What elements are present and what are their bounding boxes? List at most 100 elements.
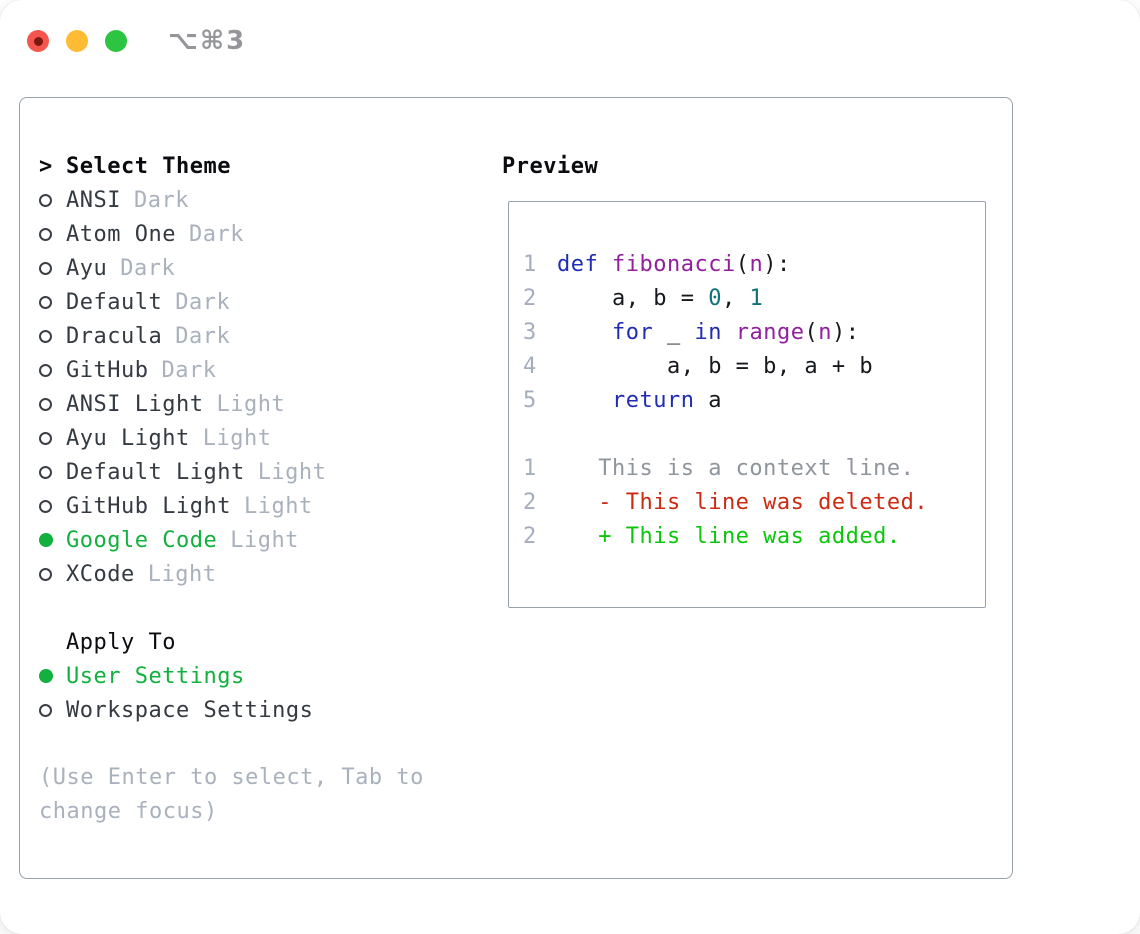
code-line: 2 + This line was added. <box>523 524 975 558</box>
radio-icon <box>39 431 52 445</box>
code-line: 1 This is a context line. <box>523 456 975 490</box>
theme-option-marker <box>39 261 66 275</box>
code-token: def <box>557 252 599 277</box>
theme-variant: Light <box>257 459 327 485</box>
selected-radio-icon <box>39 533 53 547</box>
theme-variant: Light <box>202 425 272 451</box>
radio-icon <box>39 227 52 241</box>
radio-icon <box>39 295 52 309</box>
code-token: ( <box>735 252 750 277</box>
theme-variant: Dark <box>133 187 189 213</box>
code-token: in <box>694 320 722 345</box>
code-token <box>722 320 736 345</box>
apply-to-header: Apply To <box>39 625 459 659</box>
theme-name: GitHub Light <box>66 493 231 519</box>
theme-option-marker <box>39 567 66 581</box>
apply-to-title: Apply To <box>66 629 176 655</box>
code-token: n <box>818 320 832 345</box>
code-token: - This line was deleted. <box>557 490 929 515</box>
code-token: a <box>694 388 722 413</box>
radio-icon <box>39 465 52 479</box>
theme-variant: Dark <box>188 221 244 247</box>
theme-option[interactable]: XCode Light <box>39 557 459 591</box>
theme-option-marker <box>39 295 66 309</box>
code-line: 3 for _ in range(n): <box>523 320 975 354</box>
theme-option[interactable]: Default Dark <box>39 285 459 319</box>
apply-option[interactable]: User Settings <box>39 659 459 693</box>
code-token: 0 <box>708 286 722 311</box>
code-line: 4 a, b = b, a + b <box>523 354 975 388</box>
theme-option[interactable]: Default Light Light <box>39 455 459 489</box>
code-token: ( <box>804 320 819 345</box>
code-token <box>557 388 612 413</box>
theme-name: Google Code <box>66 527 218 553</box>
code-token <box>557 320 612 345</box>
line-number: 4 <box>523 354 537 379</box>
line-number: 2 <box>523 286 537 311</box>
theme-name: Default <box>66 289 163 315</box>
code-token: return <box>611 388 695 413</box>
radio-icon <box>39 703 52 717</box>
theme-name: ANSI Light <box>66 391 204 417</box>
theme-name: XCode <box>66 561 135 587</box>
window-title: ⌥⌘3 <box>168 26 247 56</box>
theme-variant: Light <box>147 561 217 587</box>
close-button[interactable] <box>27 30 49 52</box>
radio-icon <box>39 193 52 207</box>
apply-option-label: Workspace Settings <box>66 697 314 723</box>
apply-option-marker <box>39 703 66 717</box>
focus-marker: > <box>39 154 66 179</box>
theme-variant: Dark <box>175 323 231 349</box>
theme-name: Default Light <box>66 459 245 485</box>
code-token: _ <box>653 320 695 345</box>
minimize-button[interactable] <box>66 30 88 52</box>
theme-option-marker <box>39 329 66 343</box>
theme-option-marker <box>39 431 66 445</box>
code-token: a, b = <box>557 286 709 311</box>
theme-option-marker <box>39 533 66 547</box>
theme-variant: Dark <box>175 289 231 315</box>
theme-name: GitHub <box>66 357 149 383</box>
radio-icon <box>39 397 52 411</box>
theme-name: Ayu Light <box>66 425 190 451</box>
code-token: ): <box>831 320 860 345</box>
line-number: 3 <box>523 320 537 345</box>
apply-option[interactable]: Workspace Settings <box>39 693 459 727</box>
code-token: fibonacci <box>612 252 736 277</box>
titlebar: ⌥⌘3 <box>27 26 246 56</box>
zoom-button[interactable] <box>105 30 127 52</box>
code-token: n <box>749 252 764 277</box>
theme-variant: Light <box>216 391 286 417</box>
traffic-lights <box>27 30 144 52</box>
preview-title: Preview <box>502 153 599 179</box>
code-token: range <box>735 320 805 345</box>
apply-option-marker <box>39 669 66 683</box>
radio-icon <box>39 261 52 275</box>
theme-option[interactable]: Ayu Light Light <box>39 421 459 455</box>
theme-option-marker <box>39 193 66 207</box>
code-token: , <box>721 286 750 311</box>
code-token: ): <box>763 252 791 277</box>
theme-option[interactable]: GitHub Light Light <box>39 489 459 523</box>
apply-option-label: User Settings <box>66 663 245 689</box>
line-number: 5 <box>523 388 537 413</box>
theme-option[interactable]: ANSI Light Light <box>39 387 459 421</box>
theme-variant: Light <box>243 493 313 519</box>
selected-radio-icon <box>39 669 53 683</box>
code-token <box>598 252 612 277</box>
line-number: 2 <box>523 490 537 515</box>
code-token: 1 <box>749 286 764 311</box>
